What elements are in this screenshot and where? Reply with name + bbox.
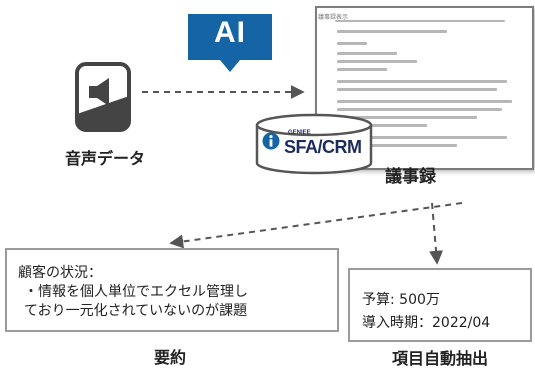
minutes-document-header: 議事録表示 (318, 15, 349, 21)
crm-brand: SFA/CRM (284, 137, 362, 157)
audio-file-icon (75, 62, 131, 132)
ai-badge (188, 14, 272, 72)
summary-label: 要約 (153, 348, 186, 367)
extraction-budget: 予算: 500万 (362, 292, 440, 308)
summary-title: 顧客の状況： (18, 265, 102, 281)
extraction-timing: 導入時期：2022/04 (362, 315, 491, 331)
audio-data-label: 音声データ (64, 149, 145, 168)
summary-box (5, 248, 339, 332)
arrow-to-extraction (429, 202, 444, 265)
extraction-box (348, 268, 532, 342)
minutes-label: 議事録 (385, 167, 436, 187)
arrow-to-summary (169, 202, 463, 249)
summary-body: ・情報を個人単位でエクセル管理し ており一元化されていないのが課題 (24, 284, 248, 319)
ai-badge-label: AI (214, 16, 246, 49)
crm-info-logo-icon (262, 132, 280, 150)
extraction-label: 項目自動抽出 (391, 349, 488, 368)
crm-database-icon (255, 113, 373, 175)
crm-brand-small: GENIEE (288, 130, 311, 136)
